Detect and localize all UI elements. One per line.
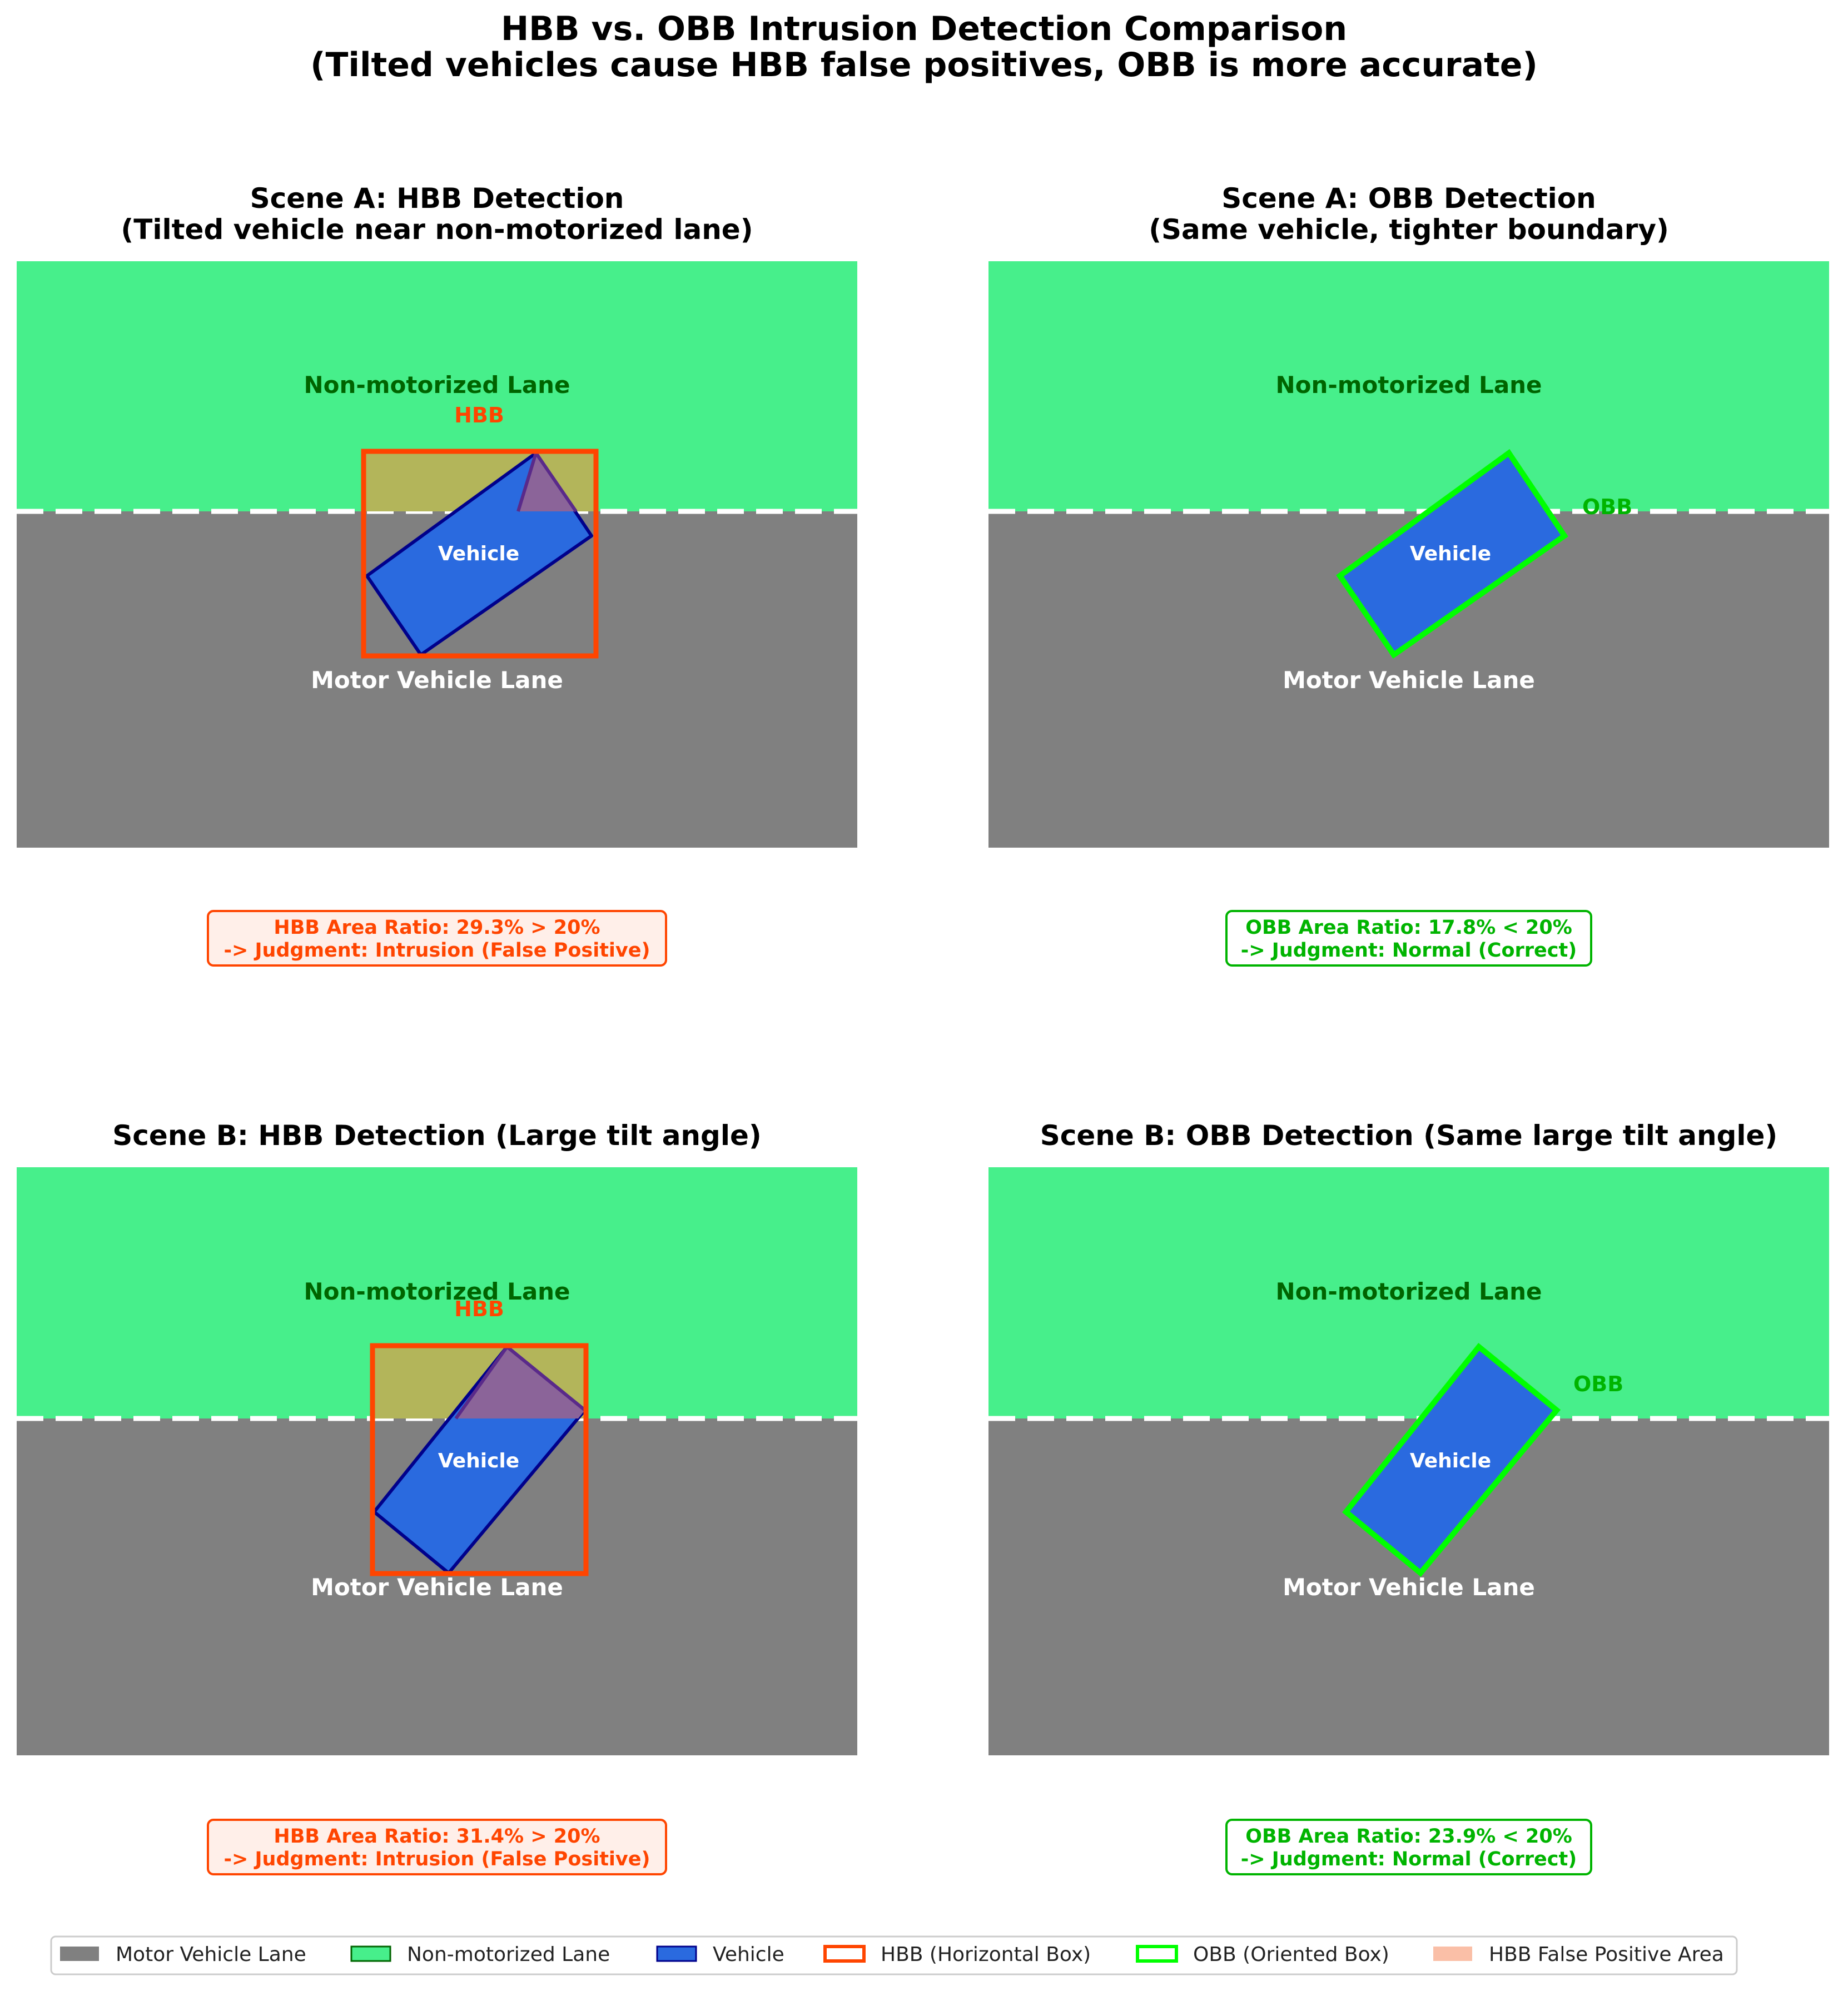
legend-swatch-fp bbox=[1433, 1947, 1472, 1961]
panel-scene-b-obb: Scene B: OBB Detection (Same large tilt … bbox=[988, 1119, 1829, 1875]
panel-title-line-1: Scene A: HBB Detection bbox=[250, 182, 624, 215]
info-box bbox=[207, 1819, 667, 1875]
judgment-text: -> Judgment: Intrusion (False Positive) bbox=[224, 939, 650, 962]
hbb-box-label: HBB bbox=[454, 403, 504, 427]
vehicle-label: Vehicle bbox=[438, 542, 519, 565]
legend-label: HBB False Positive Area bbox=[1489, 1943, 1724, 1966]
legend-swatch-nonmotor bbox=[350, 1945, 391, 1962]
legend-label: HBB (Horizontal Box) bbox=[881, 1943, 1091, 1966]
obb-box bbox=[1336, 449, 1568, 659]
judgment-text: -> Judgment: Intrusion (False Positive) bbox=[224, 1848, 650, 1870]
panel-scene-a-hbb: Scene A: HBB Detection (Tilted vehicle n… bbox=[17, 182, 857, 967]
obb-box-label: OBB bbox=[1573, 1372, 1623, 1396]
hbb-box bbox=[361, 449, 599, 659]
obb-box-label: OBB bbox=[1582, 495, 1632, 519]
panel-title-line-1: Scene A: OBB Detection bbox=[1221, 182, 1596, 215]
legend-frame bbox=[50, 1935, 1738, 1975]
area-ratio-text: OBB Area Ratio: 23.9% < 20% bbox=[1245, 1825, 1572, 1848]
motor-vehicle-lane-label: Motor Vehicle Lane bbox=[1283, 1574, 1535, 1601]
legend-label: OBB (Oriented Box) bbox=[1193, 1943, 1389, 1966]
motor-vehicle-lane-label: Motor Vehicle Lane bbox=[311, 1574, 563, 1601]
non-motorized-lane bbox=[988, 261, 1829, 511]
non-motorized-lane-label: Non-motorized Lane bbox=[304, 1278, 570, 1305]
area-ratio-text: HBB Area Ratio: 31.4% > 20% bbox=[274, 1825, 600, 1848]
non-motorized-lane-label: Non-motorized Lane bbox=[1275, 1278, 1542, 1305]
area-ratio-text: HBB Area Ratio: 29.3% > 20% bbox=[274, 917, 600, 939]
legend-item-vehicle: Vehicle bbox=[656, 1943, 784, 1966]
non-motorized-lane bbox=[988, 1167, 1829, 1418]
info-box bbox=[1225, 910, 1592, 967]
vehicle-label: Vehicle bbox=[1410, 542, 1491, 565]
panel-title-line-2: (Same vehicle, tighter boundary) bbox=[1149, 213, 1669, 246]
non-motorized-lane-label: Non-motorized Lane bbox=[1275, 371, 1542, 399]
legend-label: Motor Vehicle Lane bbox=[116, 1943, 306, 1966]
vehicle bbox=[1346, 1347, 1557, 1573]
info-box bbox=[207, 910, 667, 967]
figure-title-line-1: HBB vs. OBB Intrusion Detection Comparis… bbox=[501, 9, 1347, 48]
panel-title-line-2: (Tilted vehicle near non-motorized lane) bbox=[121, 213, 753, 246]
non-motorized-lane-label: Non-motorized Lane bbox=[304, 371, 570, 399]
vehicle-label: Vehicle bbox=[438, 1450, 519, 1472]
legend-item-hbb-false-positive-area: HBB False Positive Area bbox=[1433, 1943, 1724, 1966]
vehicle-overlap-in-hbb bbox=[456, 1347, 585, 1418]
legend: Motor Vehicle Lane Non-motorized Lane Ve… bbox=[50, 1935, 1738, 1975]
legend-item-motor-vehicle-lane: Motor Vehicle Lane bbox=[60, 1943, 306, 1966]
area-ratio-text: OBB Area Ratio: 17.8% < 20% bbox=[1245, 917, 1572, 939]
legend-label: Vehicle bbox=[713, 1943, 784, 1966]
panel-title: Scene B: HBB Detection (Large tilt angle… bbox=[112, 1119, 761, 1152]
info-box bbox=[1225, 1819, 1592, 1875]
legend-item-hbb: HBB (Horizontal Box) bbox=[823, 1943, 1091, 1966]
legend-label: Non-motorized Lane bbox=[407, 1943, 610, 1966]
legend-swatch-obb bbox=[1136, 1945, 1178, 1963]
legend-item-obb: OBB (Oriented Box) bbox=[1136, 1943, 1389, 1966]
judgment-text: -> Judgment: Normal (Correct) bbox=[1241, 1848, 1577, 1870]
legend-swatch-motor bbox=[60, 1947, 99, 1961]
panel-title: Scene B: OBB Detection (Same large tilt … bbox=[1040, 1119, 1778, 1152]
hbb-box bbox=[370, 1343, 589, 1576]
panel-scene-a-obb: Scene A: OBB Detection (Same vehicle, ti… bbox=[988, 182, 1829, 967]
vehicle-label: Vehicle bbox=[1410, 1450, 1491, 1472]
vehicle bbox=[1340, 453, 1564, 655]
judgment-text: -> Judgment: Normal (Correct) bbox=[1241, 939, 1577, 962]
motor-vehicle-lane-label: Motor Vehicle Lane bbox=[1283, 666, 1535, 694]
legend-swatch-hbb bbox=[823, 1945, 866, 1963]
legend-item-non-motorized-lane: Non-motorized Lane bbox=[350, 1943, 610, 1966]
hbb-box-label: HBB bbox=[454, 1297, 504, 1321]
figure-title-line-2: (Tilted vehicles cause HBB false positiv… bbox=[310, 46, 1538, 84]
obb-box bbox=[1342, 1342, 1561, 1577]
panel-scene-b-hbb: Scene B: HBB Detection (Large tilt angle… bbox=[17, 1119, 857, 1875]
motor-vehicle-lane-label: Motor Vehicle Lane bbox=[311, 666, 563, 694]
legend-swatch-vehicle bbox=[656, 1945, 697, 1962]
